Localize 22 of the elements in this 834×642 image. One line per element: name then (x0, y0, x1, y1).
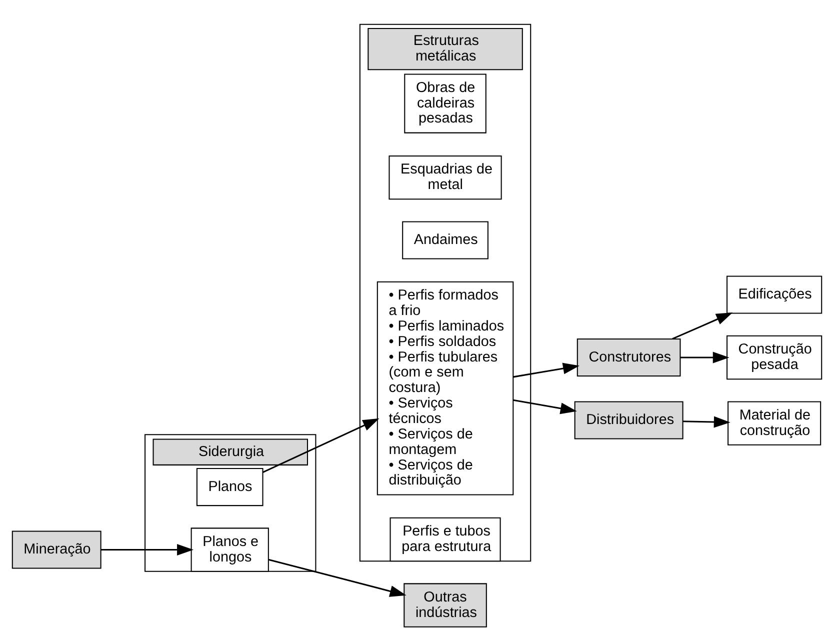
node-box: Construção pesada (726, 334, 822, 380)
node-box: Mineração (12, 530, 102, 568)
node-box: Perfis e tubos para estrutura (390, 516, 501, 562)
node-box: Andaimes (402, 220, 488, 259)
node-box: Material de construção (728, 400, 822, 445)
node-box: Esquadrias de metal (388, 154, 502, 200)
node-box: Construtores (576, 338, 681, 376)
node-box: Distribuidores (574, 400, 684, 439)
arrow (100, 544, 194, 556)
node-box: • Perfis formados a frio • Perfis laminados • Perfis soldados • Perfis tubulares (com e sem costura) • Serviços técnicos • Serviços de montagem • Serviços de distribuição (376, 280, 514, 495)
arrow (513, 398, 577, 414)
arrow (513, 362, 580, 378)
node-box: Planos (196, 468, 264, 506)
node-box: Obras de caldeiras pesadas (404, 73, 486, 133)
arrow (672, 312, 733, 340)
node-box: Edificações (726, 275, 822, 314)
arrow (680, 351, 730, 363)
node-box: Planos e longos (190, 527, 269, 572)
node-box: Outras indústrias (404, 582, 487, 627)
arrow (262, 418, 380, 472)
arrow (268, 558, 406, 596)
arrow (682, 416, 730, 428)
